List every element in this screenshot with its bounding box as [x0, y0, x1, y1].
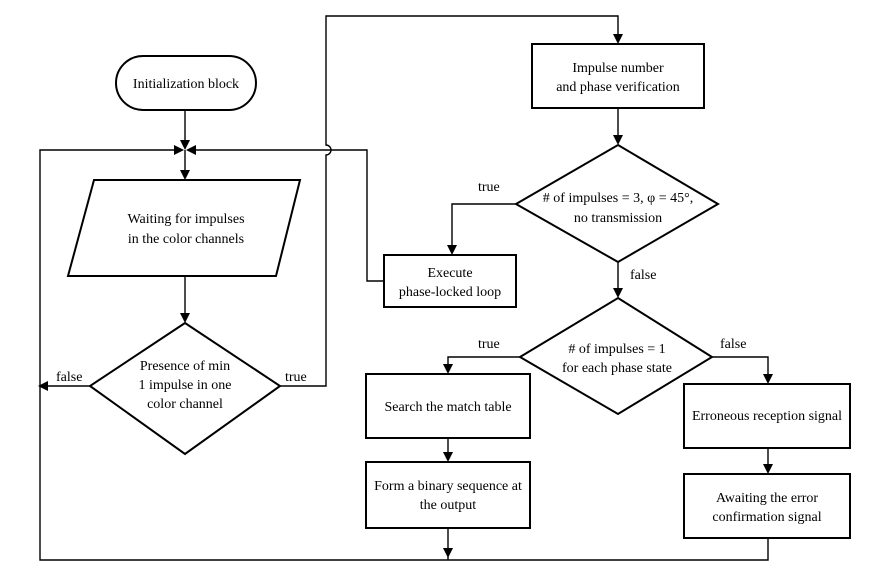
arrow-to-awaiting [763, 464, 773, 474]
node-pll-line-2: phase-locked loop [399, 285, 501, 300]
node-error: Erroneous reception signal [683, 383, 851, 449]
node-error-text: Erroneous reception signal [692, 409, 842, 424]
arrow-to-verification [613, 34, 623, 44]
node-pll-line-1: Execute [427, 266, 472, 281]
edge-check-one-true [447, 356, 520, 368]
edge-check-one-false [712, 356, 769, 378]
node-binary-line-2: the output [420, 498, 476, 513]
node-check-one: # of impulses = 1 for each phase state [518, 296, 714, 416]
node-check-three: # of impulses = 3, φ = 45°, no transmiss… [513, 143, 720, 264]
edge-awaiting-to-bottom [448, 538, 769, 561]
node-init: Initialization block [115, 55, 257, 111]
arrow-to-waiting [180, 170, 190, 180]
node-check-one-line-1: # of impulses = 1 [568, 342, 665, 357]
edge-check-three-true [451, 203, 516, 250]
node-check-one-line-2: for each phase state [562, 361, 672, 376]
node-binary: Form a binary sequence at the output [365, 461, 531, 529]
node-verification-line-2: and phase verification [556, 80, 680, 95]
label-check-one-true: true [478, 337, 500, 352]
node-verification-line-1: Impulse number [572, 61, 664, 76]
label-presence-true: true [285, 370, 307, 385]
arrowheads [38, 34, 773, 558]
arrow-pll-junction [186, 145, 196, 155]
label-check-three-false: false [630, 268, 656, 283]
node-binary-line-1: Form a binary sequence at [374, 479, 522, 494]
arrow-to-binary [443, 452, 453, 462]
node-presence: Presence of min 1 impulse in one color c… [88, 321, 282, 456]
node-waiting-line-1: Waiting for impulses [127, 212, 244, 227]
edge-pll-to-junction [192, 149, 384, 282]
node-check-three-line-2: no transmission [574, 211, 662, 226]
node-search-text: Search the match table [384, 400, 511, 415]
node-verification: Impulse number and phase verification [531, 43, 705, 109]
label-check-one-false: false [720, 337, 746, 352]
node-awaiting: Awaiting the error confirmation signal [683, 473, 851, 539]
node-check-three-line-1: # of impulses = 3, φ = 45°, [543, 191, 693, 206]
arrow-to-check-one [613, 288, 623, 298]
arrow-to-check-three [613, 135, 623, 145]
arrow-to-search [443, 364, 453, 374]
arrow-init-junction [180, 140, 190, 150]
node-waiting-line-2: in the color channels [128, 232, 244, 247]
node-presence-line-1: Presence of min [140, 359, 230, 374]
arrow-binary-bottom [443, 548, 453, 558]
arrow-presence-false [38, 381, 48, 391]
node-waiting: Waiting for impulses in the color channe… [66, 179, 302, 277]
arrow-to-presence [180, 313, 190, 323]
edge-labels: false true true false true false [56, 180, 746, 385]
node-pll: Execute phase-locked loop [383, 254, 517, 308]
label-check-three-true: true [478, 180, 500, 195]
node-awaiting-line-1: Awaiting the error [716, 491, 818, 506]
node-presence-line-3: color channel [147, 397, 223, 412]
label-presence-false: false [56, 370, 82, 385]
edge-presence-true [280, 15, 619, 387]
arrow-to-error [763, 374, 773, 384]
node-init-text: Initialization block [133, 77, 239, 92]
node-presence-line-2: 1 impulse in one [139, 378, 232, 393]
node-search: Search the match table [365, 373, 531, 439]
edge-loop-back [39, 149, 448, 561]
arrow-to-pll [447, 245, 457, 255]
arrow-loop-junction [174, 145, 184, 155]
node-awaiting-line-2: confirmation signal [712, 510, 821, 525]
